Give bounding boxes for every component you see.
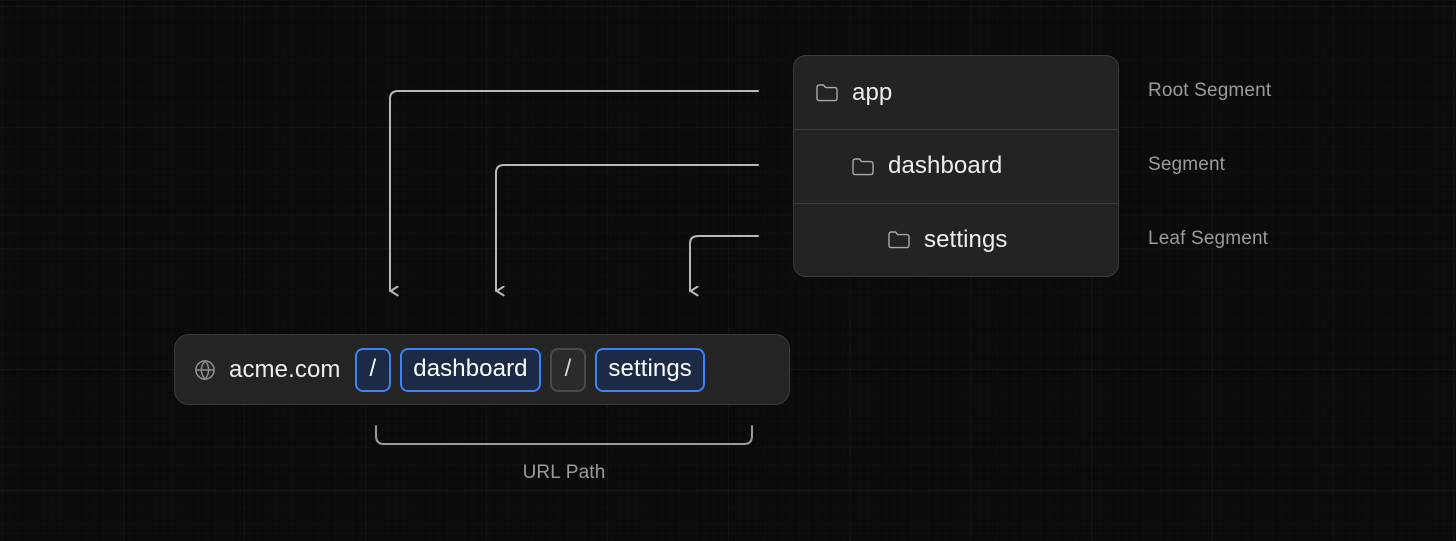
annotation-root-segment: Root Segment [1148,80,1272,101]
folder-tree-card: app dashboard settings [793,55,1119,277]
url-segment-settings[interactable]: settings [595,347,705,392]
url-segment-dashboard[interactable]: dashboard [400,347,541,392]
connector-settings [689,235,759,291]
url-bar[interactable]: acme.com / dashboard / settings [174,334,790,405]
tree-row-dashboard[interactable]: dashboard [794,129,1118,202]
folder-icon [816,84,838,102]
tree-row-label: app [852,78,893,106]
url-separator-1[interactable]: / [354,347,392,392]
annotation-segment: Segment [1148,154,1226,175]
tree-row-app[interactable]: app [794,56,1118,129]
annotation-leaf-segment: Leaf Segment [1148,228,1269,249]
tree-row-label: dashboard [888,152,1003,180]
url-separator-2[interactable]: / [549,347,587,392]
folder-icon [888,231,910,249]
connector-dashboard [495,164,759,291]
url-path-bracket [375,425,753,445]
folder-icon [852,158,874,176]
tree-row-settings[interactable]: settings [794,202,1118,276]
url-host: acme.com [229,355,341,383]
url-path-label: URL Path [522,462,606,483]
tree-row-label: settings [924,225,1008,253]
globe-icon [195,359,215,380]
connector-app [389,90,759,291]
